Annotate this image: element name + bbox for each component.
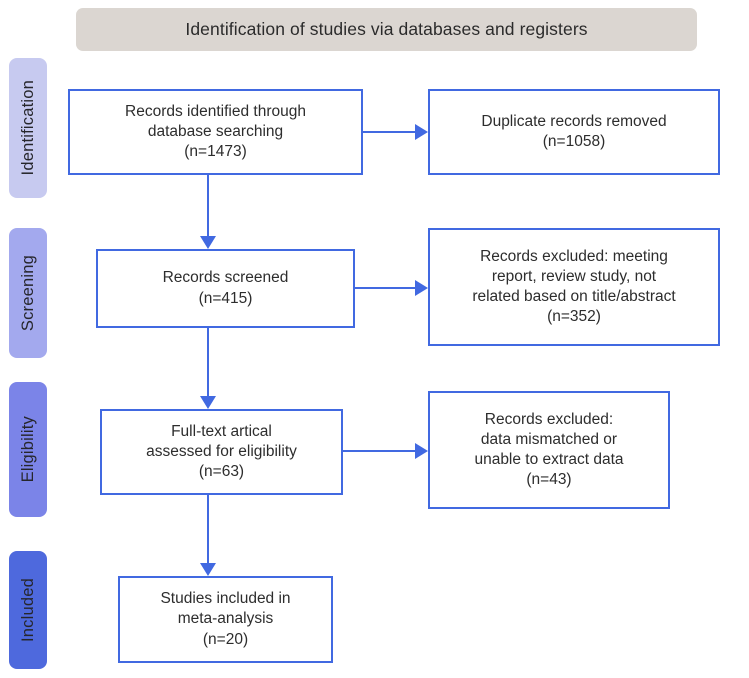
stage-label-identification: Identification — [18, 80, 37, 176]
stage-label-included: Included — [18, 578, 37, 642]
flow-box-studies-included: Studies included in meta-analysis (n=20) — [118, 576, 333, 663]
flow-box-duplicate-records-removed: Duplicate records removed (n=1058) — [428, 89, 720, 175]
arrow-right-icon-identified-to-duplicates — [415, 124, 428, 140]
flow-box-records-excluded-screening-text: Records excluded: meeting report, review… — [472, 247, 676, 326]
flow-box-records-screened-text: Records screened (n=415) — [162, 269, 289, 307]
flow-box-full-text-assessed: Full-text artical assessed for eligibili… — [100, 409, 343, 495]
stage-bar-eligibility: Eligibility — [9, 382, 47, 517]
flow-box-duplicate-records-removed-text: Duplicate records removed (n=1058) — [481, 112, 667, 150]
diagram-header-banner: Identification of studies via databases … — [76, 8, 697, 51]
connector-identified-to-screened — [207, 175, 209, 236]
arrow-down-icon-screened-to-fulltext — [200, 396, 216, 409]
flow-box-studies-included-text: Studies included in meta-analysis (n=20) — [160, 590, 291, 648]
connector-fulltext-to-included — [207, 495, 209, 563]
stage-bar-screening: Screening — [9, 228, 47, 358]
stage-label-screening: Screening — [18, 254, 37, 332]
arrow-down-icon-identified-to-screened — [200, 236, 216, 249]
arrow-right-icon-screened-to-excluded — [415, 280, 428, 296]
connector-screened-to-fulltext — [207, 328, 209, 396]
flow-box-records-excluded-eligibility: Records excluded: data mismatched or una… — [428, 391, 670, 509]
flow-box-records-screened: Records screened (n=415) — [96, 249, 355, 328]
flow-box-records-identified-text: Records identified through database sear… — [125, 102, 306, 161]
stage-bar-identification: Identification — [9, 58, 47, 198]
diagram-title: Identification of studies via databases … — [185, 19, 588, 39]
flow-box-records-identified: Records identified through database sear… — [68, 89, 363, 175]
arrow-down-icon-fulltext-to-included — [200, 563, 216, 576]
stage-bar-included: Included — [9, 551, 47, 669]
stage-label-eligibility: Eligibility — [18, 416, 37, 483]
connector-identified-to-duplicates — [363, 131, 415, 133]
flow-box-full-text-assessed-text: Full-text artical assessed for eligibili… — [146, 422, 297, 481]
arrow-right-icon-fulltext-to-excluded — [415, 443, 428, 459]
flow-box-records-excluded-screening: Records excluded: meeting report, review… — [428, 228, 720, 346]
connector-screened-to-excluded — [355, 287, 415, 289]
connector-fulltext-to-excluded — [343, 450, 415, 452]
flow-box-records-excluded-eligibility-text: Records excluded: data mismatched or una… — [474, 410, 624, 489]
